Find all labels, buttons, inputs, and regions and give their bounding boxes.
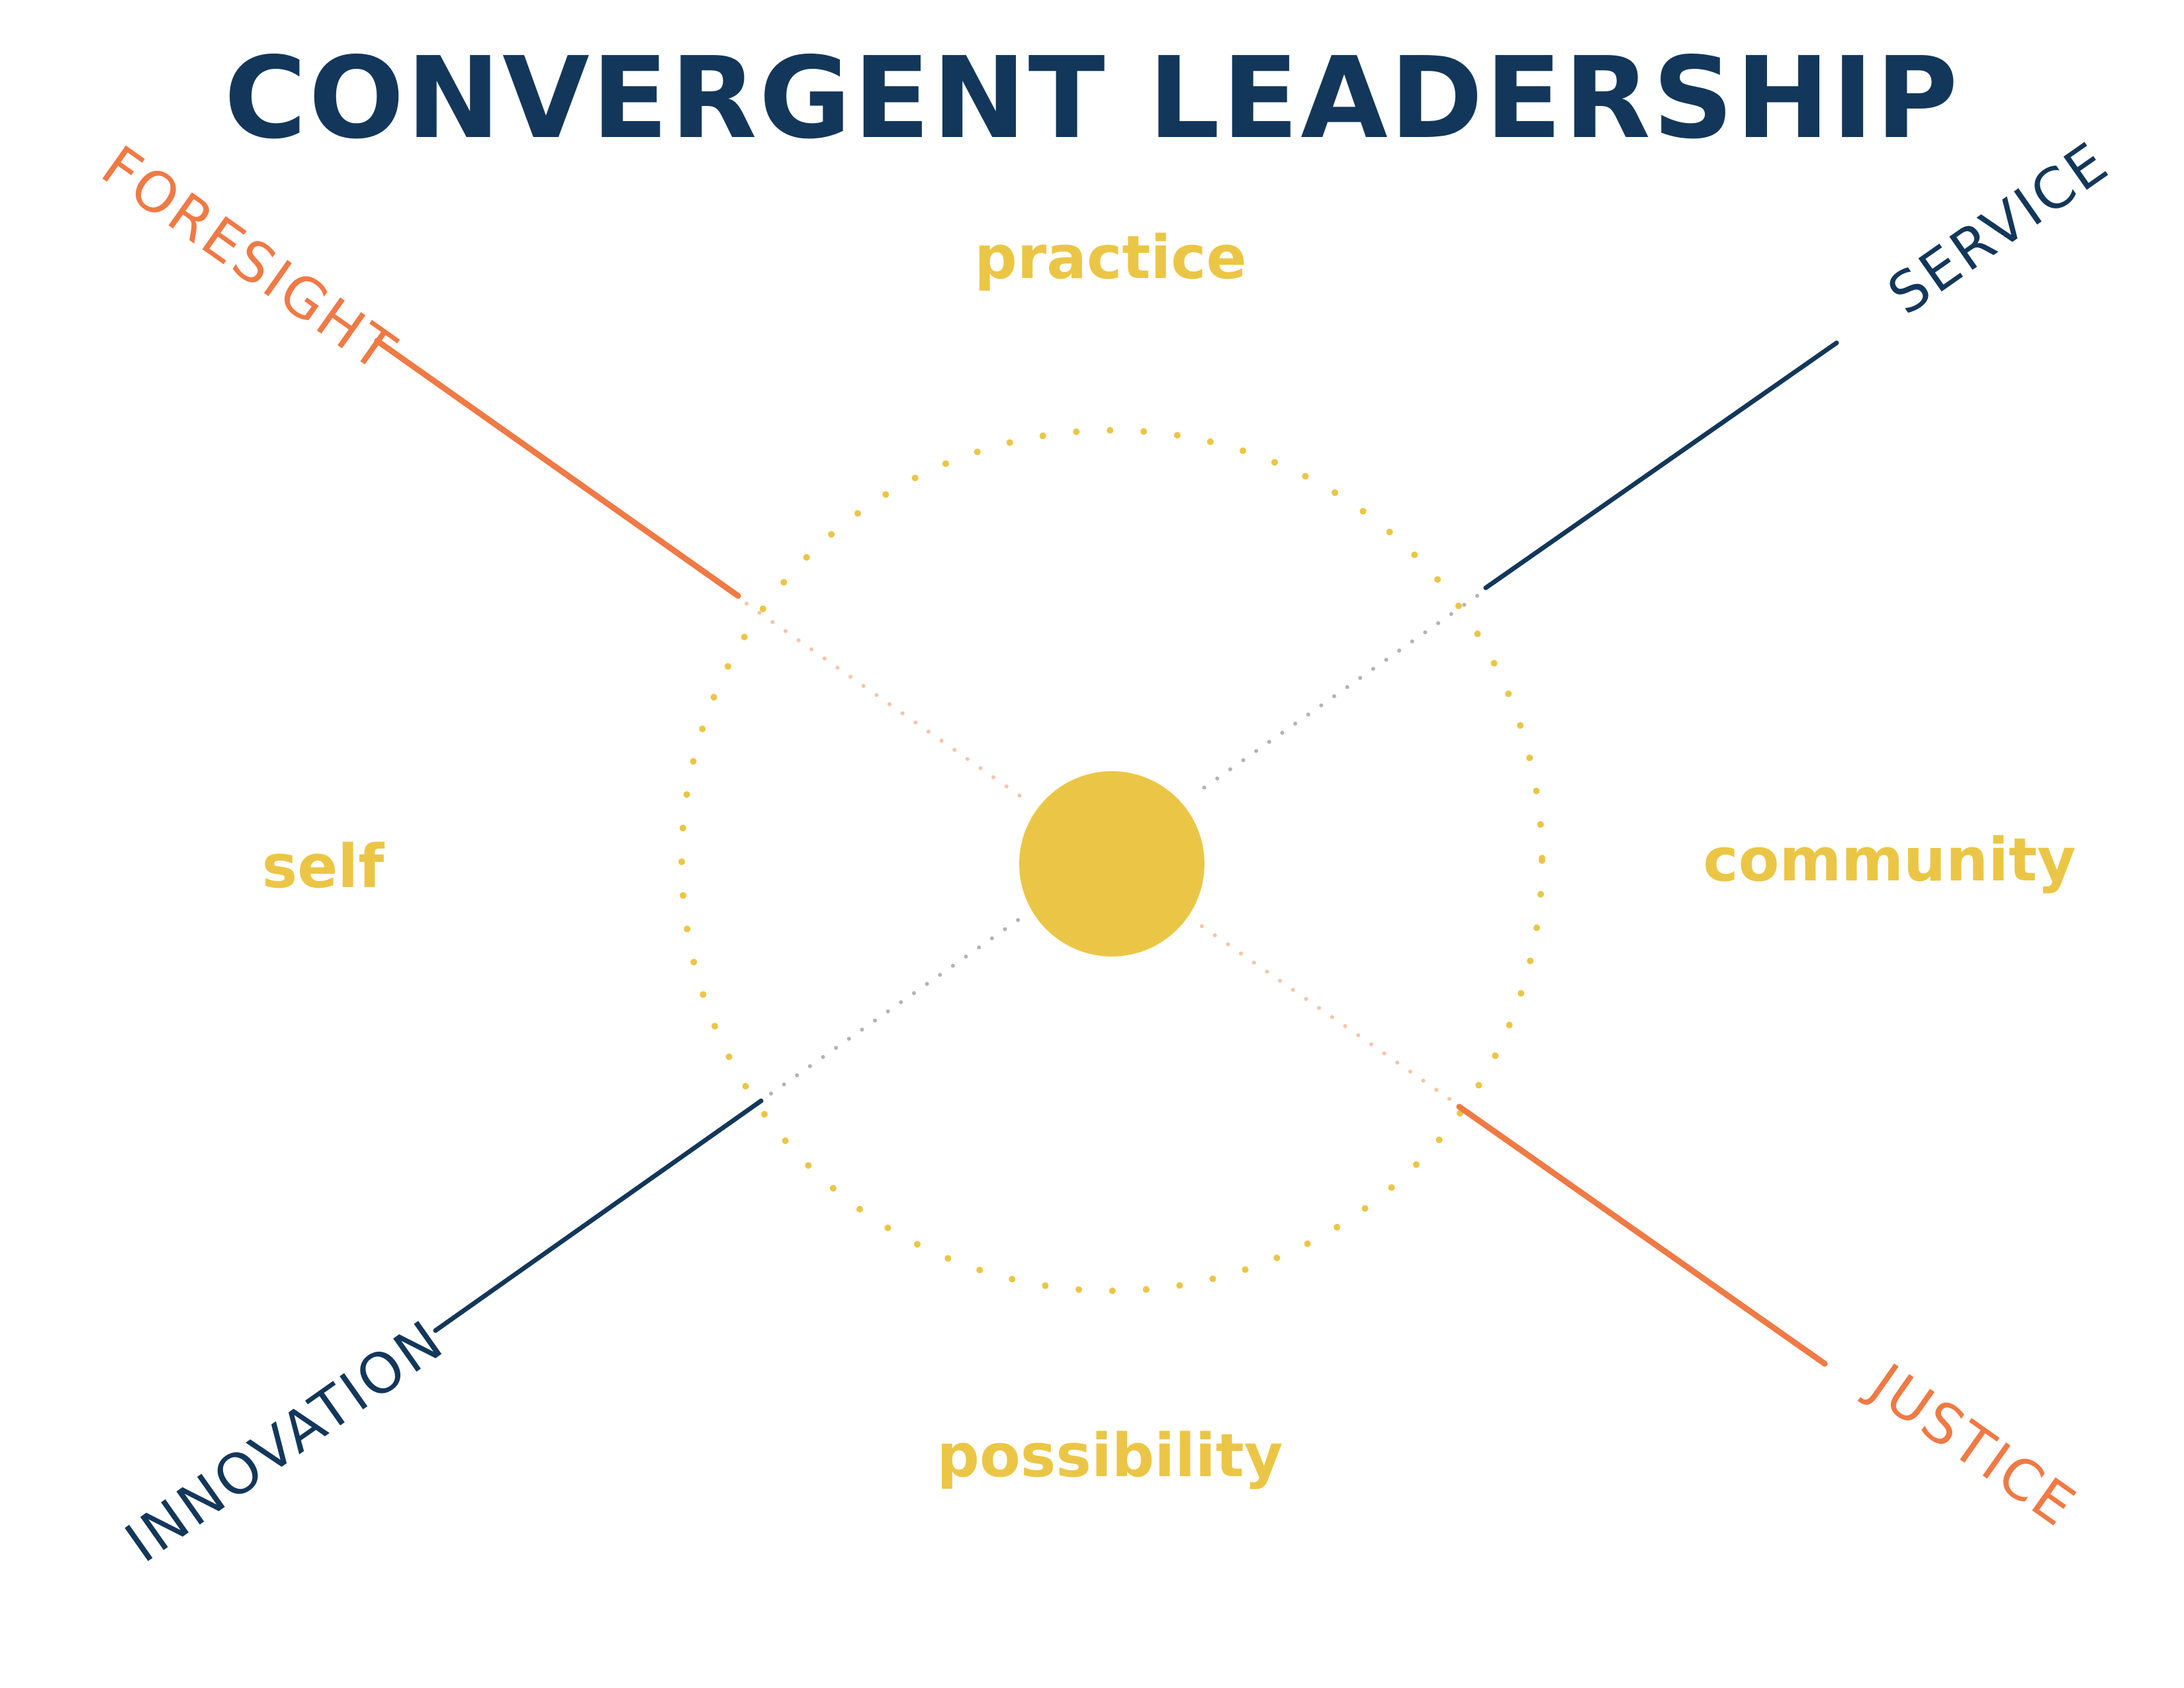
center-circle bbox=[1019, 771, 1205, 957]
foresight-axis-line bbox=[374, 338, 741, 599]
justice-axis-line bbox=[1456, 1103, 1828, 1367]
justice-dotted-segment bbox=[1196, 921, 1451, 1101]
self-label: self bbox=[262, 832, 385, 902]
innovation-label: INNOVATION bbox=[114, 1307, 456, 1575]
foresight-label: FORESIGHT bbox=[90, 133, 408, 385]
justice-label: JUSTICE bbox=[1856, 1349, 2088, 1540]
service-label: SERVICE bbox=[1876, 129, 2120, 327]
foresight-dotted-segment bbox=[745, 602, 1024, 800]
innovation-axis-line bbox=[433, 1098, 764, 1333]
service-axis-line bbox=[1483, 340, 1839, 590]
innovation-dotted-segment bbox=[769, 915, 1024, 1096]
possibility-label: possibility bbox=[937, 1421, 1283, 1491]
page-title: CONVERGENT LEADERSHIP bbox=[224, 33, 1960, 164]
dotted-circle bbox=[678, 427, 1545, 1294]
community-label: community bbox=[1703, 825, 2075, 895]
practice-label: practice bbox=[974, 223, 1246, 293]
service-dotted-segment bbox=[1193, 594, 1479, 796]
